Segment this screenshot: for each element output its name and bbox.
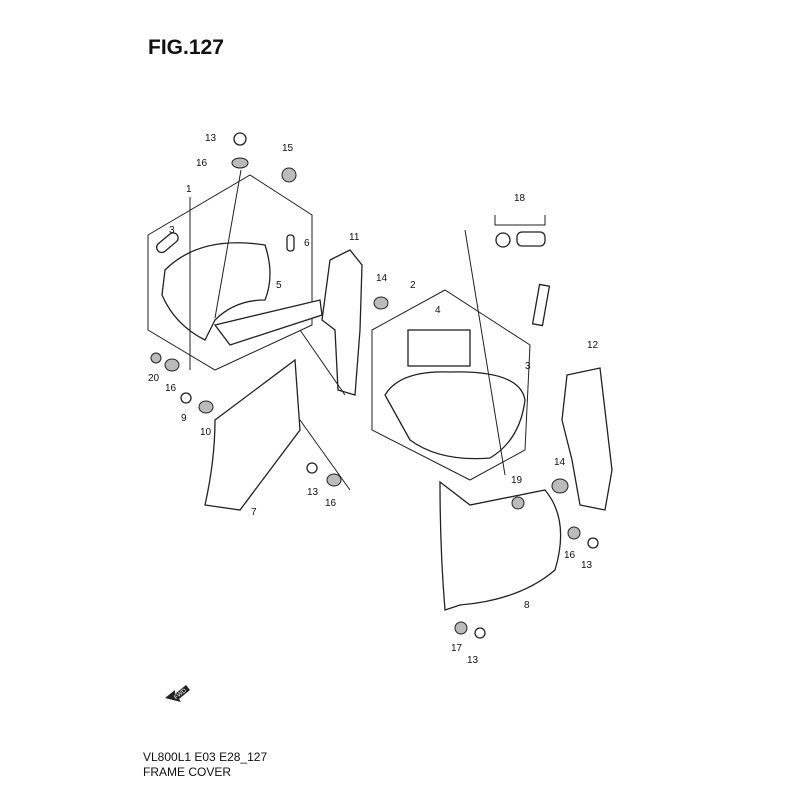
callout: 13: [467, 655, 479, 666]
part-13-screw-mid: [306, 462, 318, 474]
callout-labels: 13 16 15 1 3 6 5 11 14 18 2 4 3 12 20 16…: [148, 133, 599, 666]
part-14-cushion: [373, 296, 389, 310]
section-name: FRAME COVER: [143, 765, 232, 779]
part-3-seal: [155, 232, 179, 254]
part-4-label: [407, 329, 471, 367]
part-8-cover: [439, 480, 562, 611]
callout: 14: [554, 457, 566, 468]
part-7-cover: [204, 358, 301, 511]
callout: 16: [564, 550, 576, 561]
callout: 8: [524, 600, 530, 611]
part-18-nut: [495, 232, 511, 248]
callout: 16: [325, 498, 337, 509]
callout: 4: [435, 305, 441, 316]
part-15-grommet: [281, 167, 297, 183]
figure-title: FIG.127: [148, 36, 224, 59]
frame-cover-left: [161, 242, 271, 341]
callout: 19: [511, 475, 523, 486]
callout: 1: [186, 184, 192, 195]
callout: 18: [514, 193, 526, 204]
part-16-grommet-right: [567, 526, 581, 540]
part-11-bracket: [321, 249, 363, 396]
callout: 17: [451, 643, 463, 654]
model-code: VL800L1 E03 E28_127: [143, 750, 268, 764]
part-17-grommet: [454, 621, 468, 635]
part-16-grommet-left: [164, 358, 180, 372]
part-9-bolt: [180, 392, 192, 404]
part-13-bolt: [233, 132, 247, 146]
part-16-grommet-mid: [326, 473, 342, 487]
callout: 14: [376, 273, 388, 284]
callout: 3: [169, 225, 175, 236]
part-18-key: [531, 283, 551, 327]
leader-lines: [189, 169, 546, 491]
callout: 10: [200, 427, 212, 438]
callout: 13: [205, 133, 217, 144]
part-13-screw-right: [587, 537, 599, 549]
part-18-lock: [516, 231, 546, 247]
part-20-nut: [150, 352, 162, 364]
callout: 2: [410, 280, 416, 291]
part-19-grommet: [511, 496, 525, 510]
callout: 12: [587, 340, 599, 351]
callout: 5: [276, 280, 282, 291]
part-14-cushion-right: [551, 478, 569, 494]
callout: 16: [196, 158, 208, 169]
group-outline-left: [147, 174, 313, 371]
group-outline-right: [371, 289, 531, 481]
fwd-arrow-icon: FWD: [165, 685, 190, 702]
part-6-pin: [286, 234, 295, 252]
part-5-plate: [213, 299, 323, 346]
part-12-rubber: [561, 367, 613, 511]
callout: 9: [181, 413, 187, 424]
callout: 15: [282, 143, 294, 154]
callout: 20: [148, 373, 160, 384]
part-10-grommet: [198, 400, 214, 414]
callout: 3: [525, 361, 531, 372]
part-13-screw-low: [474, 627, 486, 639]
part-16-grommet: [231, 157, 249, 169]
callout: 13: [307, 487, 319, 498]
callout: 7: [251, 507, 257, 518]
frame-cover-right: [384, 371, 526, 460]
callout: 6: [304, 238, 310, 249]
callout: 13: [581, 560, 593, 571]
callout: 16: [165, 383, 177, 394]
callout: 11: [349, 232, 360, 243]
